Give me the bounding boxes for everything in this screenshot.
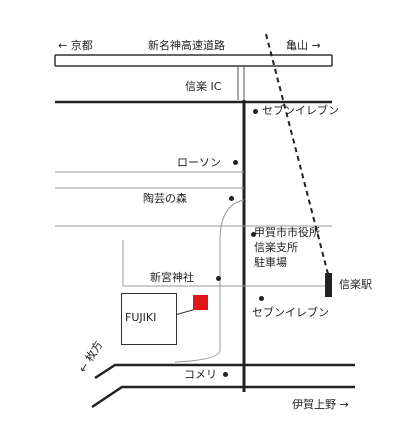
shingu-shrine-label: 新宮神社 [150, 271, 194, 284]
city-office-dot [251, 232, 256, 237]
bottom-road-upper [94, 363, 355, 380]
city-office-label-1: 甲賀市市役所 [254, 226, 320, 239]
bottom-road-lower [91, 385, 355, 409]
lawson-label: ローソン [177, 156, 221, 169]
komeri-dot [223, 372, 228, 377]
iga-ueno-direction-label: 伊賀上野 → [292, 398, 349, 411]
lawson-dot [233, 160, 238, 165]
fujiki-pointer-line [174, 308, 197, 316]
komeri-label: コメリ [184, 368, 217, 381]
seven-eleven-south-dot [259, 296, 264, 301]
fujiki-location-box [121, 293, 177, 345]
seven-eleven-south-label: セブンイレブン [252, 306, 329, 319]
shingu-shrine-dot [216, 276, 221, 281]
interchange-label: 信楽 IC [185, 80, 222, 93]
city-office-label-3: 駐車場 [254, 256, 287, 269]
fujiki-label: FUJIKI [125, 311, 157, 324]
shigaraki-station-marker [325, 273, 332, 297]
seven-eleven-north-dot [253, 109, 258, 114]
highway-name-label: 新名神高速道路 [148, 39, 225, 52]
fujiki-marker [193, 295, 208, 310]
seven-eleven-north-label: セブンイレブン [262, 104, 339, 117]
toge-no-mori-dot [229, 196, 234, 201]
kyoto-direction-label: ← 京都 [58, 39, 93, 52]
shigaraki-station-label: 信楽駅 [339, 278, 372, 291]
city-office-label-2: 信楽支所 [254, 241, 298, 254]
toge-no-mori-label: 陶芸の森 [143, 192, 187, 205]
minor-road-curve [174, 199, 245, 363]
kameyama-direction-label: 亀山 → [286, 39, 321, 52]
